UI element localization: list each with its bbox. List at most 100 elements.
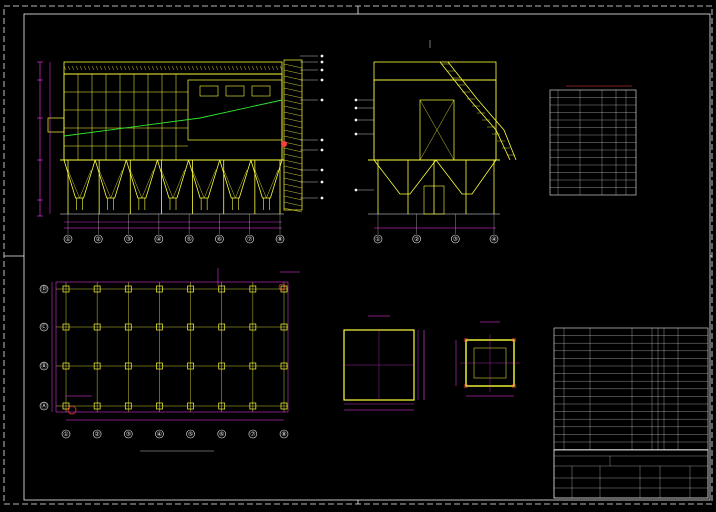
side-axis-4-circle — [489, 234, 499, 244]
roof-hatch — [71, 65, 75, 71]
plan-column-footing — [62, 402, 70, 410]
plan-col-axis-1-circle — [61, 429, 71, 439]
plan-row-axis-3-label: Ⓑ — [41, 362, 47, 370]
detail-a-view — [343, 315, 425, 411]
plan-column-footing — [93, 323, 101, 331]
roof-hatch — [215, 65, 219, 71]
side-axis-2-label: ② — [414, 236, 419, 243]
roof-hatch — [163, 65, 167, 71]
stair-step — [283, 201, 303, 207]
plan-column-footing — [218, 362, 226, 370]
roof-hatch — [259, 65, 263, 71]
stair-step — [283, 159, 303, 165]
front-axis-4-circle — [154, 234, 164, 244]
stair-step — [283, 141, 303, 147]
plan-col-axis-8-label: ⑧ — [281, 431, 286, 438]
roof-hatch — [203, 65, 207, 71]
side-discharge-frame — [423, 185, 445, 215]
callout-dot — [320, 168, 324, 172]
stair-step — [283, 147, 303, 153]
stair-step — [283, 189, 303, 195]
side-axis-3-circle — [451, 234, 460, 244]
roof-hatch — [255, 65, 259, 71]
stair-step — [283, 135, 303, 141]
roof-hatch — [223, 65, 227, 71]
side-axis-4-label: ④ — [491, 236, 496, 243]
plan-column-footing — [124, 362, 132, 370]
plan-row-axis-2-circle — [39, 322, 49, 332]
plan-column-footing — [280, 323, 288, 331]
plan-col-axis-6-circle — [217, 429, 227, 439]
plan-col-axis-4-circle — [155, 429, 164, 439]
hopper — [219, 159, 252, 199]
plan-row-axis-4-label: Ⓐ — [41, 402, 47, 410]
bill-of-materials-table — [553, 327, 709, 450]
roof-hatch — [95, 65, 99, 71]
roof-hatch — [171, 65, 175, 71]
roof-hatch — [167, 65, 171, 71]
plan-col-axis-2-circle — [92, 429, 102, 439]
plan-col-axis-2-label: ② — [94, 431, 99, 438]
side-callout-dot — [354, 98, 358, 102]
title-block — [553, 449, 709, 499]
front-axis-8-label: ⑧ — [277, 236, 282, 243]
plan-column-footing — [156, 285, 163, 293]
roof-hatch — [115, 65, 119, 71]
plan-row-axis-1-label: Ⓓ — [41, 285, 47, 293]
stair-step — [283, 75, 303, 81]
side-axis-1-circle — [373, 234, 383, 244]
callout-dot — [320, 68, 324, 72]
stair-step — [283, 165, 303, 171]
roof-hatch — [107, 65, 111, 71]
plan-outline — [55, 281, 289, 413]
cross-brace — [130, 169, 154, 199]
side-hopper-right — [435, 159, 497, 195]
front-axis-3-label: ③ — [126, 236, 131, 243]
door-section — [187, 79, 283, 141]
side-axis-2-circle — [412, 234, 421, 244]
roof-hatch — [263, 65, 267, 71]
side-callout-dot — [354, 118, 358, 122]
front-axis-7-label: ⑦ — [247, 236, 252, 243]
roof-hatch — [111, 65, 115, 71]
roof-hatch — [191, 65, 195, 71]
plan-column-footing — [280, 402, 288, 410]
callout-dot — [320, 98, 324, 102]
side-stair-rail — [439, 61, 511, 161]
roof-hatch — [79, 65, 83, 71]
plan-column-footing — [187, 285, 194, 293]
stair-step — [283, 63, 303, 69]
stair-step — [283, 105, 303, 111]
side-hopper-left — [373, 159, 437, 195]
callout-dot — [320, 78, 324, 82]
plan-col-axis-3-circle — [123, 429, 133, 439]
front-axis-1-circle — [63, 234, 73, 244]
callout-dot — [320, 54, 324, 58]
roof-hatch — [227, 65, 231, 71]
front-axis-3-circle — [124, 234, 133, 244]
front-axis-1-label: ① — [65, 236, 70, 243]
side-axis-3-label: ③ — [453, 236, 458, 243]
roof-hatch — [135, 65, 139, 71]
parts-list-table — [549, 85, 637, 196]
detail-b-bolt — [511, 337, 517, 343]
plan-detail-marker — [278, 283, 286, 291]
stair-step — [283, 117, 303, 123]
plan-column-footing — [280, 285, 288, 293]
callout-dot — [320, 180, 324, 184]
front-axis-8-circle — [275, 234, 285, 244]
drawing-border — [3, 5, 713, 505]
roof-hatch — [75, 65, 79, 71]
side-callout-dot — [354, 188, 358, 192]
side-structure — [354, 40, 517, 215]
stair-step — [283, 177, 303, 183]
detail-b-bolt — [511, 383, 517, 389]
plan-row-axis-2-label: Ⓒ — [41, 323, 47, 331]
stair-step — [283, 99, 303, 105]
roof-hatch — [247, 65, 251, 71]
roof-hatch — [275, 65, 279, 71]
roof-hatch — [91, 65, 95, 71]
stair-step — [283, 171, 303, 177]
plan-col-axis-8-circle — [279, 429, 289, 439]
roof-hatch — [147, 65, 151, 71]
